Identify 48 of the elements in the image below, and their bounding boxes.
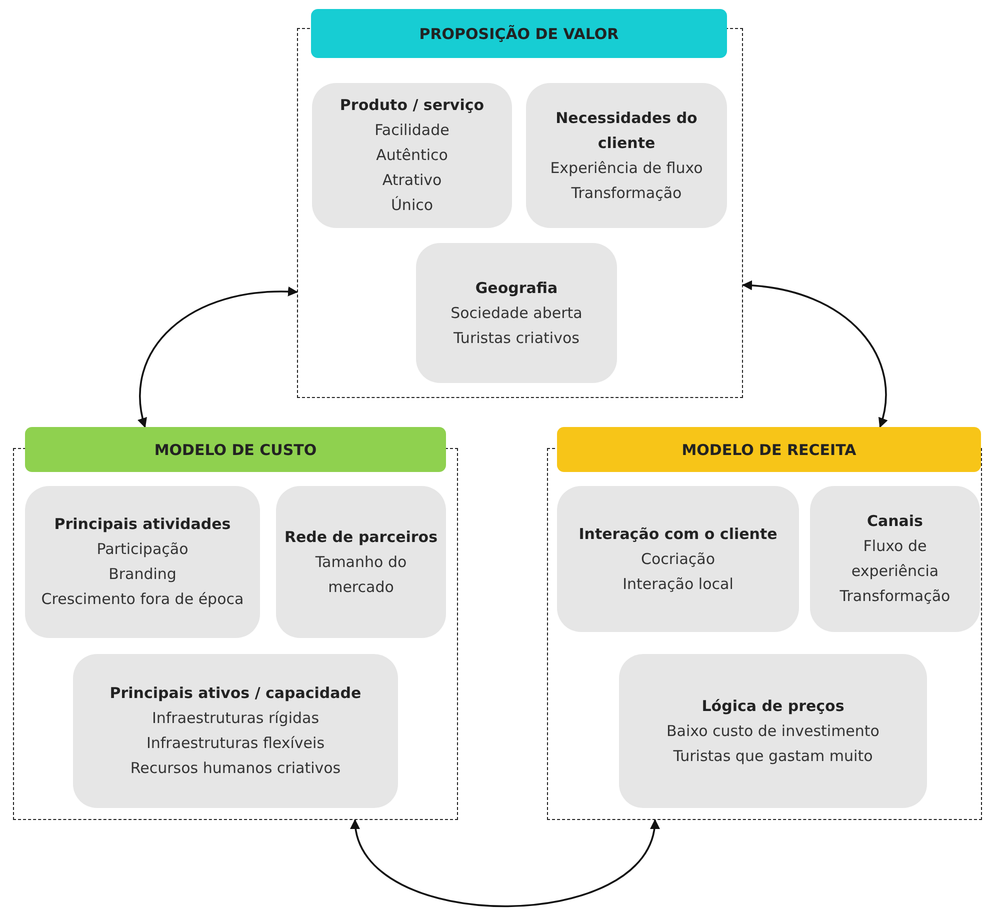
card-item: Crescimento fora de época bbox=[41, 589, 244, 610]
content-card bbox=[619, 654, 927, 808]
card-item: Único bbox=[390, 195, 434, 216]
content-card bbox=[416, 243, 617, 383]
content-card bbox=[557, 486, 799, 632]
content-card bbox=[312, 83, 512, 228]
card-heading: Necessidades do cliente bbox=[554, 108, 698, 154]
content-card bbox=[810, 486, 980, 632]
section-group bbox=[13, 427, 458, 820]
card-item: Participação bbox=[96, 539, 188, 560]
section-group bbox=[547, 427, 982, 820]
card-item: Cocriação bbox=[640, 548, 716, 570]
card-heading: Principais atividades bbox=[54, 514, 231, 535]
card-heading: Canais bbox=[866, 511, 923, 532]
card-item: Turistas criativos bbox=[454, 328, 580, 348]
card-heading: Lógica de preços bbox=[702, 696, 844, 716]
card-item: Sociedade aberta bbox=[450, 302, 582, 324]
card-item: Infraestruturas flexíveis bbox=[146, 733, 325, 754]
card-item: Experiência de fluxo bbox=[550, 158, 703, 178]
card-item: Transformação bbox=[840, 586, 950, 607]
card-item: Interação local bbox=[622, 574, 734, 594]
card-item: Transformação bbox=[571, 182, 682, 204]
content-card bbox=[276, 486, 446, 638]
card-item: Infraestruturas rígidas bbox=[152, 708, 320, 729]
card-item: Branding bbox=[108, 564, 176, 585]
card-heading: Geografia bbox=[475, 278, 558, 298]
content-card bbox=[526, 83, 727, 228]
card-item: Tamanho do mercado bbox=[314, 552, 408, 598]
card-item: Baixo custo de investimento bbox=[666, 720, 880, 742]
card-item: Recursos humanos criativos bbox=[130, 758, 341, 779]
section-header: PROPOSIÇÃO DE VALOR bbox=[311, 9, 727, 58]
curved-arrow bbox=[138, 286, 298, 428]
content-card bbox=[25, 486, 260, 638]
curved-arrow bbox=[352, 819, 658, 908]
card-item: Autêntico bbox=[376, 145, 448, 166]
card-item: Fluxo de experiência bbox=[850, 536, 940, 582]
card-heading: Interação com o cliente bbox=[578, 524, 778, 544]
content-card bbox=[73, 654, 398, 808]
card-heading: Produto / serviço bbox=[340, 95, 484, 116]
card-heading: Rede de parceiros bbox=[284, 526, 438, 548]
curved-arrow bbox=[742, 280, 888, 428]
card-heading: Principais ativos / capacidade bbox=[110, 683, 362, 704]
card-item: Turistas que gastam muito bbox=[673, 746, 873, 766]
section-header: MODELO DE RECEITA bbox=[557, 427, 981, 472]
section-header: MODELO DE CUSTO bbox=[25, 427, 446, 472]
section-group bbox=[297, 9, 743, 398]
card-item: Atrativo bbox=[382, 170, 442, 191]
card-item: Facilidade bbox=[374, 120, 450, 141]
